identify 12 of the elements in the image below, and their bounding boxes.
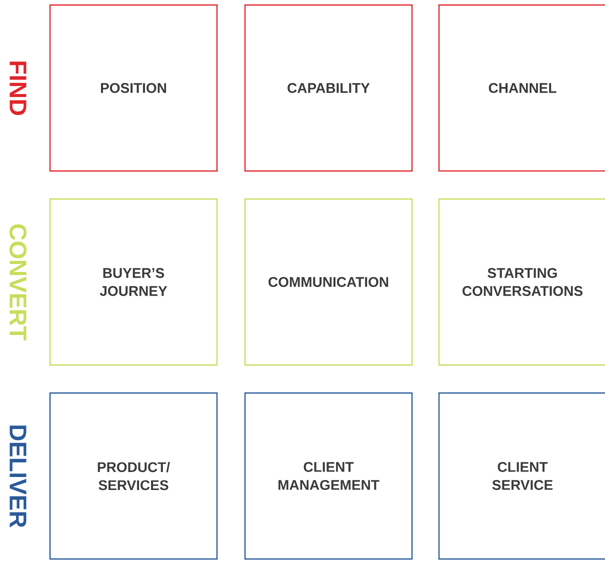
grid-box: POSITION (49, 4, 218, 172)
grid-box: BUYER’S JOURNEY (49, 198, 218, 366)
grid-box: PRODUCT/ SERVICES (49, 392, 218, 560)
grid-box: COMMUNICATION (244, 198, 413, 366)
grid-box: CHANNEL (438, 4, 605, 172)
grid-box: CLIENT SERVICE (438, 392, 605, 560)
grid-box: STARTING CONVERSATIONS (438, 198, 605, 366)
row-heading: FIND (10, 62, 26, 115)
row-heading: DELIVER (10, 426, 26, 528)
grid-box: CAPABILITY (244, 4, 413, 172)
grid-box: CLIENT MANAGEMENT (244, 392, 413, 560)
row-heading: CONVERT (10, 224, 26, 340)
